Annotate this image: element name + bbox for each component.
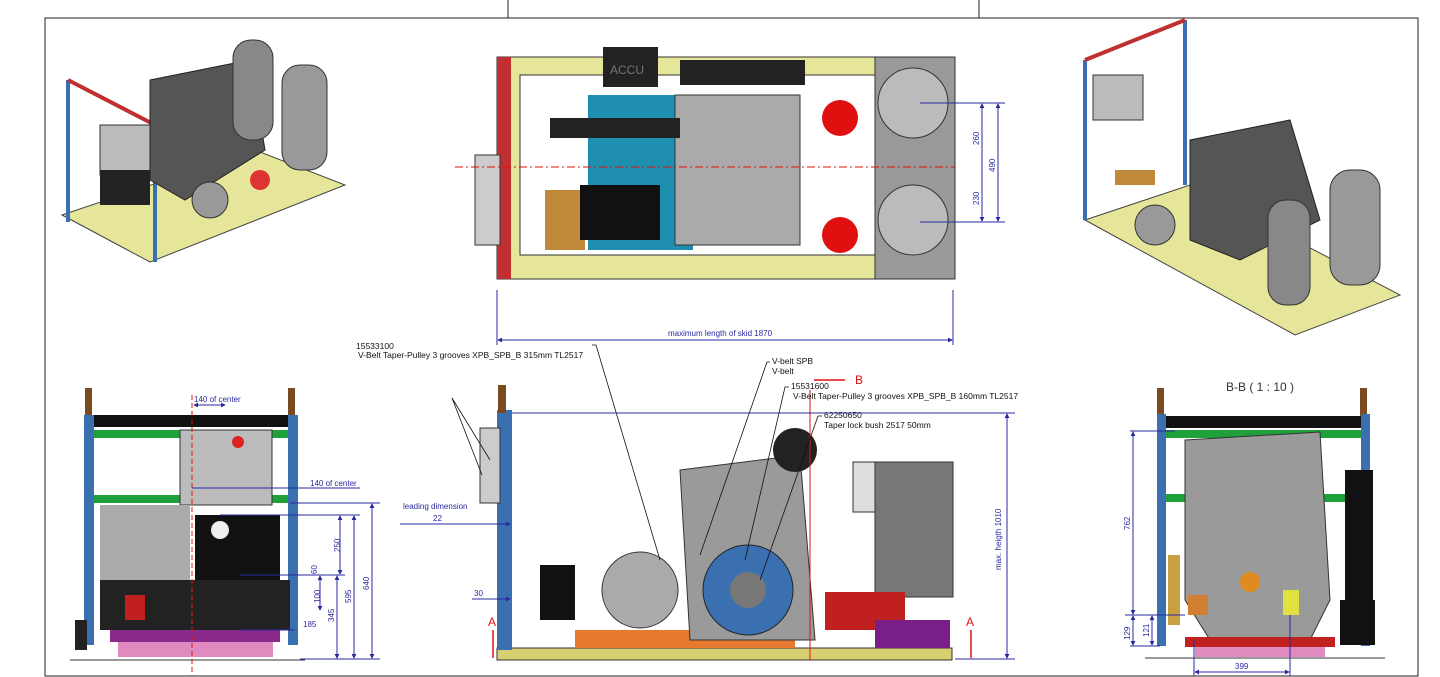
section-b-label: B: [855, 373, 863, 387]
accu-label: ACCU: [610, 63, 644, 77]
dim-30: 30: [474, 589, 483, 598]
vbelt-label: V-belt: [772, 366, 794, 376]
side-view: [479, 385, 954, 661]
bush-part-number: 62250650: [824, 410, 862, 420]
section-a-left-label: A: [488, 615, 496, 629]
center-offset-top: 140 of center: [194, 395, 241, 404]
dim-250: 250: [333, 538, 342, 552]
section-bb-view: B-B ( 1 : 10 ): [1145, 380, 1385, 659]
vbelt-spb-label: V-belt SPB: [772, 356, 813, 366]
leading-dimension-label: leading dimension: [403, 502, 468, 511]
dim-490: 490: [988, 158, 997, 172]
pulley-large-part-number: 15533100: [356, 341, 394, 351]
dim-185: 185: [303, 620, 317, 629]
section-dimensions: 762 129 121 399: [1123, 430, 1291, 676]
plan-view: ACCU: [455, 47, 956, 280]
dim-22: 22: [433, 514, 442, 523]
front-dimensions: 140 of center 140 of center 640 595 345 …: [192, 395, 380, 660]
max-height-label: max. heigth 1010: [994, 508, 1003, 570]
pulley-small-description: V-Belt Taper-Pulley 3 grooves XPB_SPB_B …: [793, 391, 1018, 401]
dim-399: 399: [1235, 662, 1249, 671]
dim-100: 100: [313, 589, 322, 603]
bush-description: Taper lock bush 2517 50mm: [824, 420, 931, 430]
isometric-view-left: [60, 39, 347, 263]
center-offset-right: 140 of center: [310, 479, 357, 488]
dim-60: 60: [310, 565, 319, 574]
sheet-border: [44, 0, 1419, 677]
dim-595: 595: [344, 589, 353, 603]
dim-260: 260: [972, 131, 981, 145]
section-a-right-label: A: [966, 615, 974, 629]
pulley-small-part-number: 15531600: [791, 381, 829, 391]
plan-dimensions: 260 230 490 maximum length of skid 1870: [496, 102, 1005, 345]
dim-762: 762: [1123, 516, 1132, 530]
isometric-view-right: [1083, 18, 1402, 336]
dim-121: 121: [1142, 623, 1151, 637]
side-view-annotations: 15533100 V-Belt Taper-Pulley 3 grooves X…: [356, 341, 1018, 660]
dim-640: 640: [362, 576, 371, 590]
dim-129: 129: [1123, 626, 1132, 640]
skid-length-label: maximum length of skid 1870: [668, 329, 773, 338]
front-view: [70, 388, 305, 676]
pulley-large-description: V-Belt Taper-Pulley 3 grooves XPB_SPB_B …: [358, 350, 583, 360]
dim-230: 230: [972, 191, 981, 205]
section-bb-title: B-B ( 1 : 10 ): [1226, 380, 1294, 394]
dim-345: 345: [327, 608, 336, 622]
